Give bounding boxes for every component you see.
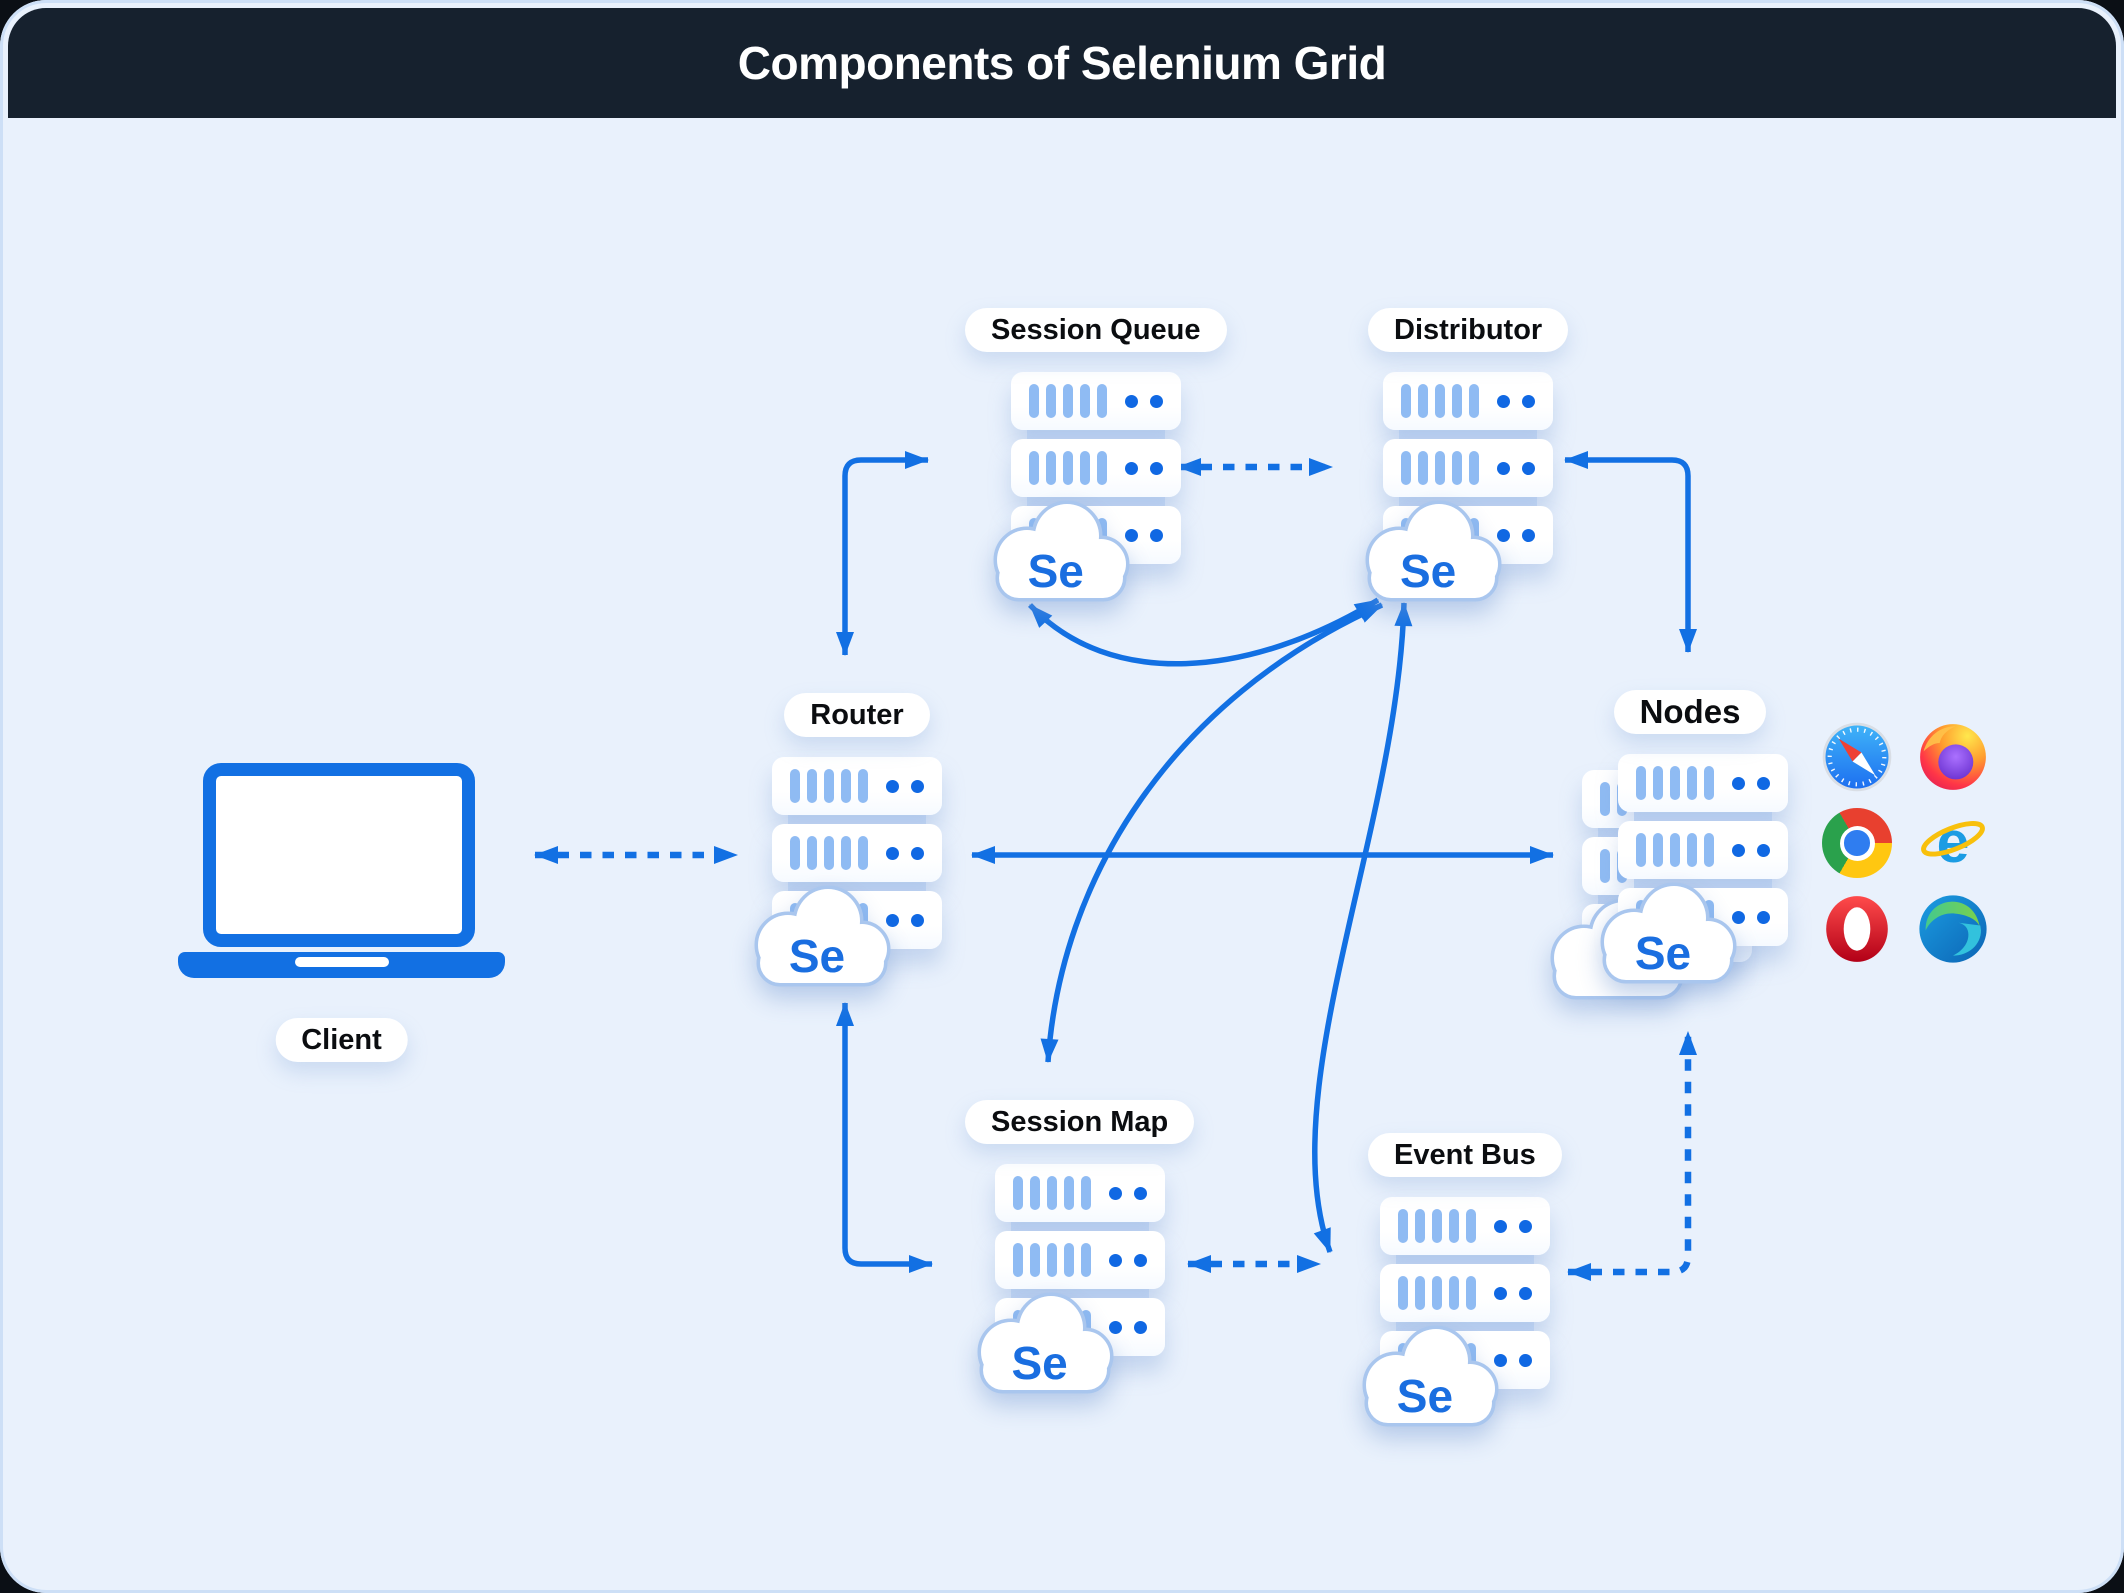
- selenium-cloud-icon: Se: [1357, 490, 1509, 606]
- server-stack: Se: [993, 372, 1181, 602]
- distributor-label: Distributor: [1368, 308, 1569, 352]
- selenium-se-text: Se: [1399, 545, 1457, 597]
- server-unit: [994, 1216, 1165, 1289]
- svg-text:e: e: [1937, 810, 1970, 875]
- selenium-se-text: Se: [1027, 545, 1084, 597]
- selenium-se-text: Se: [788, 930, 846, 982]
- arrow-distributor-nodes: [1564, 451, 1697, 653]
- server-bars-icon: [1012, 1243, 1091, 1277]
- laptop-icon: [203, 763, 475, 947]
- server-unit: [1383, 424, 1554, 497]
- component-router: Router Se: [754, 693, 942, 987]
- component-distributor: Distributor Se: [1365, 308, 1569, 602]
- server-bars-icon: [1636, 766, 1714, 800]
- event-bus-label: Event Bus: [1368, 1133, 1562, 1177]
- server-leds-icon: [886, 913, 924, 927]
- edge-icon: [1918, 894, 1988, 964]
- server-leds-icon: [1124, 394, 1163, 408]
- server-unit: [1618, 754, 1788, 812]
- arrow-router-sessionqueue: [836, 451, 929, 656]
- server-unit: [1010, 372, 1181, 430]
- component-session-queue: Session Queue Se: [965, 308, 1227, 602]
- server-unit: [994, 1164, 1165, 1222]
- arrow-eventbus-nodes: [1567, 1031, 1697, 1281]
- server-unit: [1010, 424, 1181, 497]
- session-queue-label: Session Queue: [965, 308, 1227, 352]
- component-nodes: Nodes: [1550, 690, 1788, 1000]
- server-bars-icon: [1012, 1176, 1091, 1210]
- server-leds-icon: [1108, 1186, 1147, 1200]
- router-label: Router: [784, 693, 930, 737]
- server-leds-icon: [886, 846, 924, 860]
- arrow-curve-sessionqueue-distributor: [1027, 597, 1380, 667]
- server-bars-icon: [1028, 384, 1107, 418]
- server-bars-icon: [1401, 451, 1480, 485]
- selenium-se-text: Se: [1011, 1337, 1068, 1389]
- server-stack: Se: [1365, 372, 1554, 602]
- component-event-bus: Event Bus Se: [1362, 1133, 1562, 1427]
- client-label: Client: [275, 1018, 408, 1062]
- safari-icon: [1822, 722, 1892, 792]
- server-bars-icon: [1397, 1209, 1476, 1243]
- server-bars-icon: [790, 836, 868, 870]
- server-unit: [772, 757, 942, 815]
- selenium-cloud-icon: Se: [1354, 1315, 1506, 1431]
- server-leds-icon: [1732, 910, 1770, 924]
- server-bars-icon: [1401, 384, 1480, 418]
- server-stack: Se: [754, 757, 942, 987]
- server-leds-icon: [1493, 1353, 1532, 1367]
- selenium-cloud-icon: Se: [969, 1282, 1121, 1398]
- component-session-map: Session Map Se: [965, 1100, 1195, 1394]
- selenium-cloud-icon: Se: [985, 490, 1137, 606]
- server-leds-icon: [1497, 394, 1536, 408]
- server-leds-icon: [1493, 1286, 1532, 1300]
- server-leds-icon: [1497, 461, 1536, 475]
- nodes-label: Nodes: [1613, 690, 1767, 734]
- title-bar: Components of Selenium Grid: [8, 8, 2116, 118]
- server-leds-icon: [886, 779, 924, 793]
- selenium-cloud-icon: Se: [746, 875, 898, 991]
- server-unit: [1379, 1197, 1550, 1255]
- server-stack: Se: [1600, 754, 1788, 984]
- opera-icon: [1822, 894, 1892, 964]
- server-stack: Se: [977, 1164, 1165, 1394]
- laptop-base: [178, 952, 505, 978]
- server-leds-icon: [1124, 528, 1163, 542]
- selenium-se-text: Se: [1396, 1370, 1454, 1422]
- server-leds-icon: [1124, 461, 1163, 475]
- server-leds-icon: [1493, 1219, 1532, 1233]
- selenium-se-text: Se: [1634, 927, 1692, 979]
- arrow-curve-sessionmap-distributor: [1040, 602, 1384, 1063]
- server-bars-icon: [1397, 1276, 1476, 1310]
- server-unit: [1383, 372, 1554, 430]
- server-bars-icon: [1636, 833, 1714, 867]
- selenium-cloud-icon: Se: [1592, 872, 1744, 988]
- server-leds-icon: [1108, 1320, 1147, 1334]
- server-unit: [772, 809, 942, 882]
- server-stack: Se: [1362, 1197, 1550, 1427]
- browser-icons-grid: e: [1822, 722, 1988, 964]
- server-unit: [1618, 806, 1788, 879]
- server-bars-icon: [1028, 451, 1107, 485]
- session-map-label: Session Map: [965, 1100, 1195, 1144]
- arrow-router-sessionmap: [836, 1002, 933, 1273]
- server-leds-icon: [1108, 1253, 1147, 1267]
- firefox-icon: [1918, 722, 1988, 792]
- chrome-icon: [1822, 808, 1892, 878]
- internet-explorer-icon: e: [1918, 808, 1988, 878]
- server-unit: [1379, 1249, 1550, 1322]
- server-leds-icon: [1732, 843, 1770, 857]
- server-leds-icon: [1732, 776, 1770, 790]
- server-bars-icon: [790, 769, 868, 803]
- page-title: Components of Selenium Grid: [737, 37, 1387, 89]
- server-leds-icon: [1497, 528, 1536, 542]
